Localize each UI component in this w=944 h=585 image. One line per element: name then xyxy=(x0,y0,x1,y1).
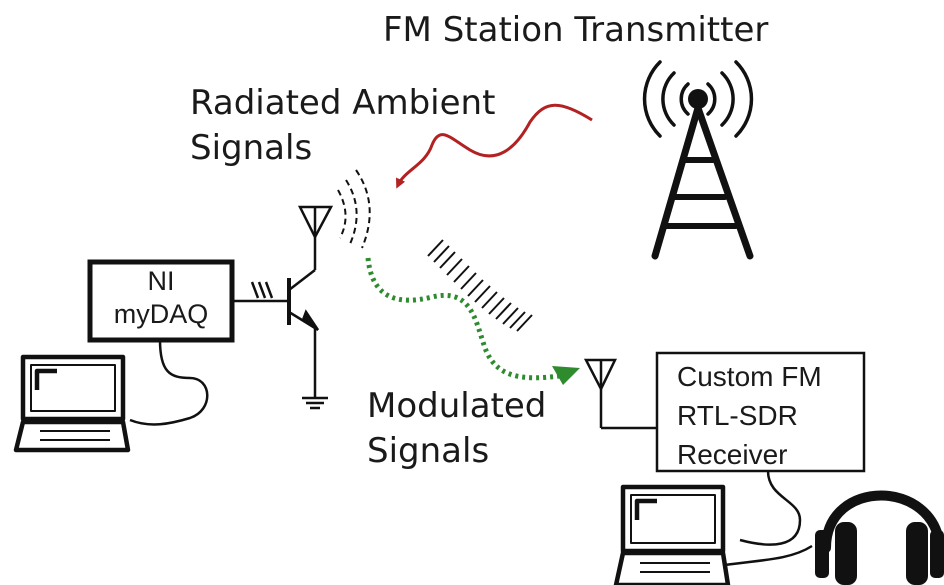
modulated-signal-arrowhead xyxy=(552,366,580,385)
receiver-label-line3: Receiver xyxy=(677,439,788,470)
daq-label-line1: NI xyxy=(147,266,175,296)
laptop-icon xyxy=(613,484,731,585)
daq-label-line2: myDAQ xyxy=(113,299,209,329)
receiver-label-line2: RTL-SDR xyxy=(677,400,798,431)
backscatter-wave-icon xyxy=(427,239,533,332)
received-wave-icon xyxy=(337,169,371,249)
laptop-icon xyxy=(13,354,131,453)
tower-icon xyxy=(642,60,754,260)
ambient-signals-label-line2: Signals xyxy=(190,128,313,168)
receiver-antenna-icon xyxy=(583,358,657,430)
ground-icon xyxy=(302,396,328,410)
ambient-signals-label-line1: Radiated Ambient xyxy=(190,83,496,123)
transmitter-label: FM Station Transmitter xyxy=(383,10,769,50)
modulated-signals-label-line1: Modulated xyxy=(367,386,547,426)
daq-box xyxy=(87,259,235,343)
transistor-icon xyxy=(232,269,320,398)
receiver-box xyxy=(655,351,866,473)
modulated-signals-label-line2: Signals xyxy=(367,431,490,471)
headphones-icon xyxy=(815,490,944,585)
headphone-cable xyxy=(724,544,813,567)
modulated-signal-path xyxy=(365,257,561,381)
ambient-signal-arrow xyxy=(396,103,593,189)
receiver-label-line1: Custom FM xyxy=(677,361,822,392)
receiver-laptop-cable xyxy=(739,470,802,546)
daq-cable xyxy=(129,339,209,426)
antenna-icon xyxy=(297,205,334,270)
